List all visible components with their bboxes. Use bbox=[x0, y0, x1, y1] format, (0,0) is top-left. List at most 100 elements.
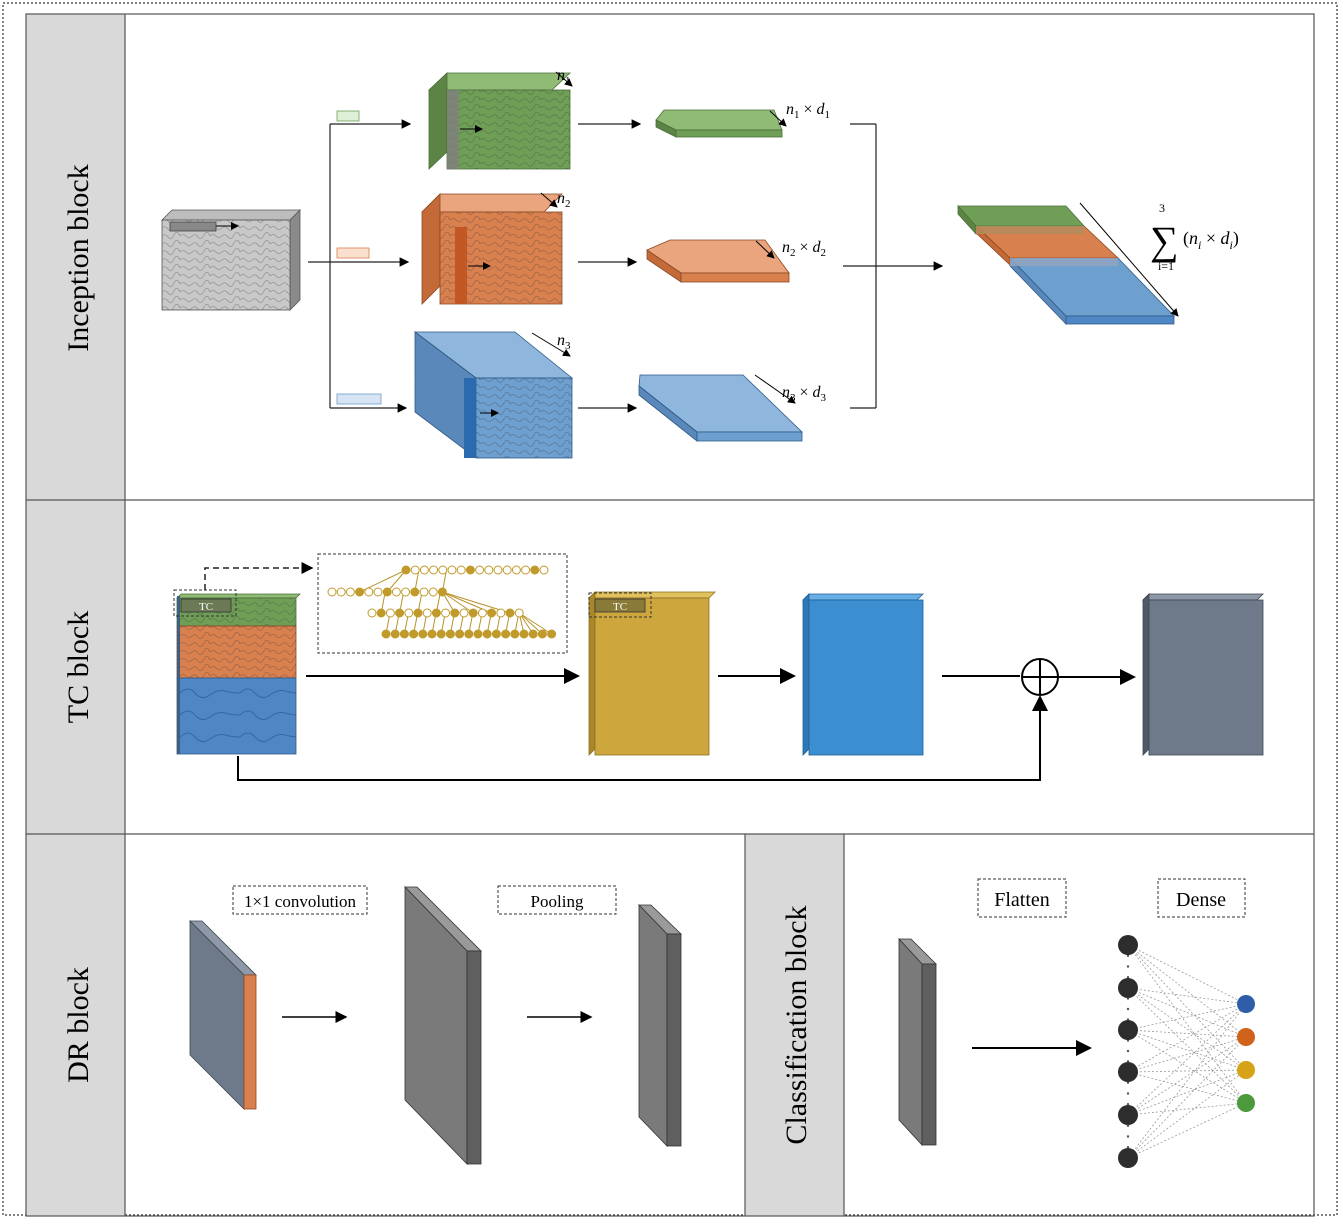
tcn-node bbox=[418, 629, 428, 639]
flatten-label-box bbox=[977, 878, 1067, 918]
ellipsis-dot bbox=[1126, 1081, 1130, 1084]
table-grid bbox=[25, 13, 1315, 1217]
gold-tc-label: TC bbox=[613, 601, 627, 613]
output-neuron bbox=[1237, 1028, 1255, 1046]
tcn-node bbox=[419, 565, 429, 575]
tc-window-badge bbox=[180, 598, 232, 613]
kernel-medium-orange bbox=[336, 247, 370, 259]
concat-depth-arrow bbox=[1079, 202, 1179, 317]
slab-arrow-1 bbox=[769, 110, 787, 127]
tcn-edge bbox=[386, 569, 407, 593]
blue-feature-slab bbox=[638, 374, 803, 442]
dr-block-label: DR block bbox=[62, 967, 95, 1083]
tcn-node bbox=[482, 629, 492, 639]
tcn-node bbox=[493, 565, 503, 575]
blue-conv-cube bbox=[413, 331, 574, 459]
output-neuron bbox=[1237, 995, 1255, 1013]
inception-label-bg bbox=[26, 14, 125, 500]
tcn-node bbox=[539, 565, 549, 575]
tcn-node bbox=[428, 587, 438, 597]
tcn-node bbox=[401, 565, 411, 575]
dr-label-bg bbox=[26, 834, 125, 1216]
conv-label: 1×1 convolution bbox=[244, 892, 357, 911]
tcn-node bbox=[519, 629, 529, 639]
output-neuron bbox=[1237, 1061, 1255, 1079]
tcn-node bbox=[496, 608, 506, 618]
dense-input-neurons bbox=[1118, 935, 1138, 1168]
tcn-node bbox=[409, 629, 419, 639]
dense-edge bbox=[1127, 987, 1247, 1104]
pool-label: Pooling bbox=[531, 892, 584, 911]
tcn-node bbox=[477, 608, 487, 618]
dense-edge bbox=[1127, 1036, 1247, 1116]
tc-block-label: TC block bbox=[62, 611, 95, 724]
tcn-node bbox=[456, 565, 466, 575]
tcn-node bbox=[491, 629, 501, 639]
tcn-node bbox=[429, 565, 439, 575]
tcn-node bbox=[327, 587, 337, 597]
svg-text:3: 3 bbox=[1159, 201, 1165, 215]
dense-edge bbox=[1127, 1003, 1247, 1116]
kernel-small-green bbox=[336, 110, 360, 122]
dr-conv-plate bbox=[404, 886, 482, 1165]
concatenated-feature-slab bbox=[957, 204, 1175, 325]
tcn-node bbox=[364, 587, 374, 597]
tcn-node bbox=[459, 608, 469, 618]
kernel-large-blue bbox=[336, 393, 382, 405]
tcn-edge bbox=[518, 612, 543, 635]
tcn-node bbox=[487, 608, 497, 618]
inception-mid-arrows bbox=[578, 119, 642, 413]
tcn-node bbox=[395, 608, 405, 618]
classification-block-label: Classification block bbox=[780, 905, 813, 1144]
depth-arrow-n3 bbox=[531, 332, 571, 357]
tc-output-slate-block bbox=[1142, 593, 1264, 756]
feature-label-1: n1 × d1 bbox=[786, 101, 830, 121]
tcn-node bbox=[367, 608, 377, 618]
ellipsis-dot bbox=[1126, 976, 1130, 979]
tcn-node bbox=[441, 608, 451, 618]
tc-output-gold-block bbox=[588, 591, 716, 756]
svg-text:i=1: i=1 bbox=[1158, 259, 1174, 273]
dense-edge bbox=[1127, 1036, 1247, 1159]
ellipsis-dot bbox=[1126, 1049, 1130, 1053]
tcn-node bbox=[450, 608, 460, 618]
dense-edge bbox=[1127, 1071, 1247, 1104]
tcn-node bbox=[502, 565, 512, 575]
dense-edge bbox=[1127, 1029, 1247, 1071]
ellipsis-dot bbox=[1126, 1007, 1130, 1011]
tcn-node bbox=[390, 629, 400, 639]
dr-pool-plate bbox=[638, 904, 682, 1147]
tcn-node bbox=[410, 565, 420, 575]
dense-label-box bbox=[1157, 878, 1246, 918]
tcn-node bbox=[410, 587, 420, 597]
sum-formula: 3 ∑ i=1 (ni × di) bbox=[1150, 201, 1239, 273]
tcn-node bbox=[404, 608, 414, 618]
dense-edge bbox=[1127, 944, 1247, 1104]
dense-edge bbox=[1127, 1036, 1247, 1073]
dense-edge bbox=[1127, 1029, 1247, 1104]
flatten-plate bbox=[898, 937, 937, 1147]
dense-edge bbox=[1127, 944, 1247, 1071]
tcn-node bbox=[391, 587, 401, 597]
dense-output-neurons bbox=[1237, 995, 1255, 1112]
conv-label-box bbox=[232, 885, 368, 915]
ellipsis-dot bbox=[1126, 965, 1130, 968]
tcn-node bbox=[464, 629, 474, 639]
dense-edge bbox=[1127, 987, 1247, 1038]
tcn-node bbox=[381, 629, 391, 639]
tcn-node bbox=[447, 565, 457, 575]
tcn-edge bbox=[442, 591, 474, 614]
ellipsis-dot bbox=[1126, 1135, 1130, 1138]
tcn-node bbox=[399, 629, 409, 639]
dense-edge bbox=[1127, 1003, 1247, 1073]
classification-label-bg bbox=[745, 834, 844, 1216]
tcn-node bbox=[401, 587, 411, 597]
depth-arrow-n1 bbox=[555, 71, 573, 87]
inception-input-cube bbox=[161, 209, 301, 311]
flatten-label: Flatten bbox=[994, 889, 1050, 911]
dense-edge bbox=[1127, 1069, 1247, 1116]
pool-label-box bbox=[497, 885, 617, 915]
tcn-node bbox=[419, 587, 429, 597]
dense-edge bbox=[1127, 944, 1247, 1005]
